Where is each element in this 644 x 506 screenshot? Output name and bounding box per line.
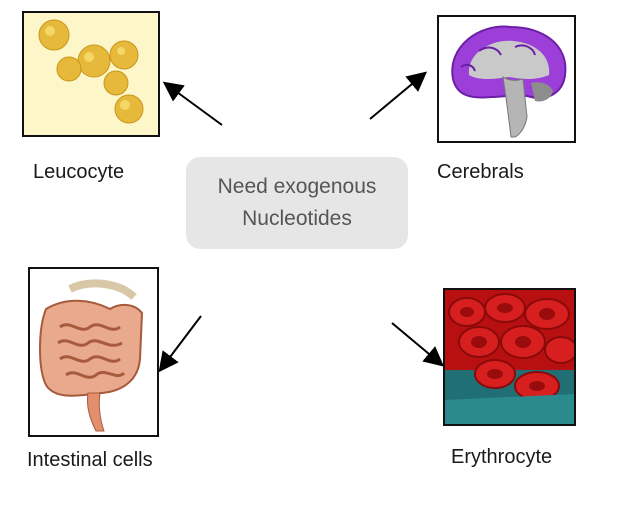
arrow-to-intestinal bbox=[158, 315, 202, 373]
arrow-to-cerebrals bbox=[369, 71, 428, 120]
center-line-1: Need exogenous bbox=[217, 175, 377, 198]
arrow-to-leucocyte bbox=[162, 81, 223, 126]
intestine-image bbox=[28, 267, 159, 437]
leucocyte-label: Leucocyte bbox=[33, 161, 125, 183]
red-blood-cells-icon bbox=[445, 290, 574, 424]
leucocyte-cells-icon bbox=[38, 19, 144, 124]
intestine-icon bbox=[39, 279, 144, 432]
arrow-to-erythrocyte bbox=[391, 322, 445, 367]
cerebrals-label: Cerebrals bbox=[437, 161, 524, 183]
brain-icon bbox=[451, 25, 567, 138]
erythrocyte-image bbox=[443, 288, 576, 426]
intestinal-cells-label: Intestinal cells bbox=[27, 449, 153, 471]
erythrocyte-label: Erythrocyte bbox=[451, 446, 553, 468]
brain-image bbox=[437, 15, 576, 143]
center-line-2: Nucleotides bbox=[242, 207, 352, 230]
leucocyte-image bbox=[22, 11, 160, 137]
center-concept-box: Need exogenous Nucleotides bbox=[186, 157, 408, 249]
